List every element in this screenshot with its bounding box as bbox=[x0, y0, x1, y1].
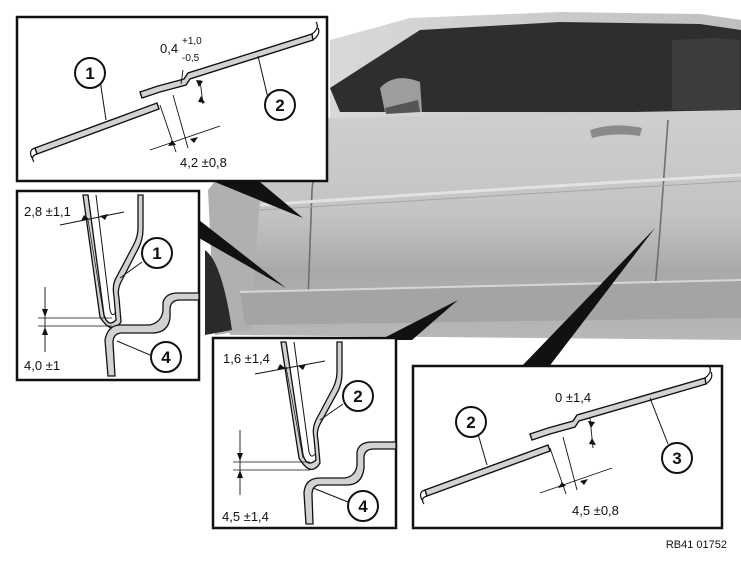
overlap-dimension: 4,5 ±0,8 bbox=[572, 503, 619, 518]
callout-label: 3 bbox=[672, 449, 681, 468]
callout-circle bbox=[661, 442, 693, 474]
wheel-arch bbox=[205, 250, 232, 335]
callout-label: 4 bbox=[161, 348, 171, 367]
gap-upper-tol: +1,0 bbox=[182, 36, 202, 47]
panel-1-section bbox=[34, 102, 160, 155]
callout-circle bbox=[264, 89, 296, 121]
callout-label: 1 bbox=[152, 244, 161, 263]
detail-top-left: 0,4 +1,0 -0,5 4,2 ±0,8 1 2 bbox=[15, 15, 329, 183]
detail-mid-left: 2,8 ±1,1 4,0 ±1 1 4 bbox=[15, 189, 201, 382]
gap-nominal: 0,4 bbox=[160, 41, 178, 56]
side-window bbox=[330, 22, 741, 112]
callout-circle bbox=[141, 237, 173, 269]
upper-dimension: 1,6 ±1,4 bbox=[223, 351, 270, 366]
gap-lower-tol: -0,5 bbox=[182, 53, 200, 64]
callout-label: 1 bbox=[85, 64, 94, 83]
door-handle bbox=[590, 125, 642, 138]
panel-1-section bbox=[82, 194, 144, 329]
callout-label: 4 bbox=[358, 497, 368, 516]
gap-dimension: 0 ±1,4 bbox=[555, 390, 591, 405]
lower-dimension: 4,5 ±1,4 bbox=[222, 509, 269, 524]
callout-label: 2 bbox=[353, 387, 362, 406]
panel-4-section bbox=[104, 292, 200, 377]
callout-label: 2 bbox=[275, 96, 284, 115]
pointer-bottom-right bbox=[520, 228, 655, 368]
detail-bottom-right: 0 ±1,4 4,5 ±0,8 2 3 bbox=[411, 364, 724, 530]
detail-mid-center: 1,6 ±1,4 4,5 ±1,4 2 4 bbox=[211, 336, 398, 530]
pointer-mid-center bbox=[380, 300, 458, 340]
panel-2-section bbox=[424, 444, 551, 497]
lower-dimension: 4,0 ±1 bbox=[24, 358, 60, 373]
callout-label: 2 bbox=[466, 413, 475, 432]
pointer-top-left bbox=[215, 182, 303, 218]
pointer-wedges bbox=[199, 182, 655, 368]
callout-circle bbox=[347, 490, 379, 522]
upper-dimension: 2,8 ±1,1 bbox=[24, 204, 71, 219]
panel-2-section bbox=[280, 341, 343, 470]
callout-circle bbox=[455, 406, 487, 438]
callout-circle bbox=[74, 57, 106, 89]
callout-circle bbox=[150, 341, 182, 373]
pointer-mid-left bbox=[199, 220, 286, 288]
overlap-dimension: 4,2 ±0,8 bbox=[180, 155, 227, 170]
figure-reference: RB41 01752 bbox=[666, 539, 727, 551]
panel-4-section bbox=[303, 441, 397, 525]
callout-circle bbox=[342, 380, 374, 412]
